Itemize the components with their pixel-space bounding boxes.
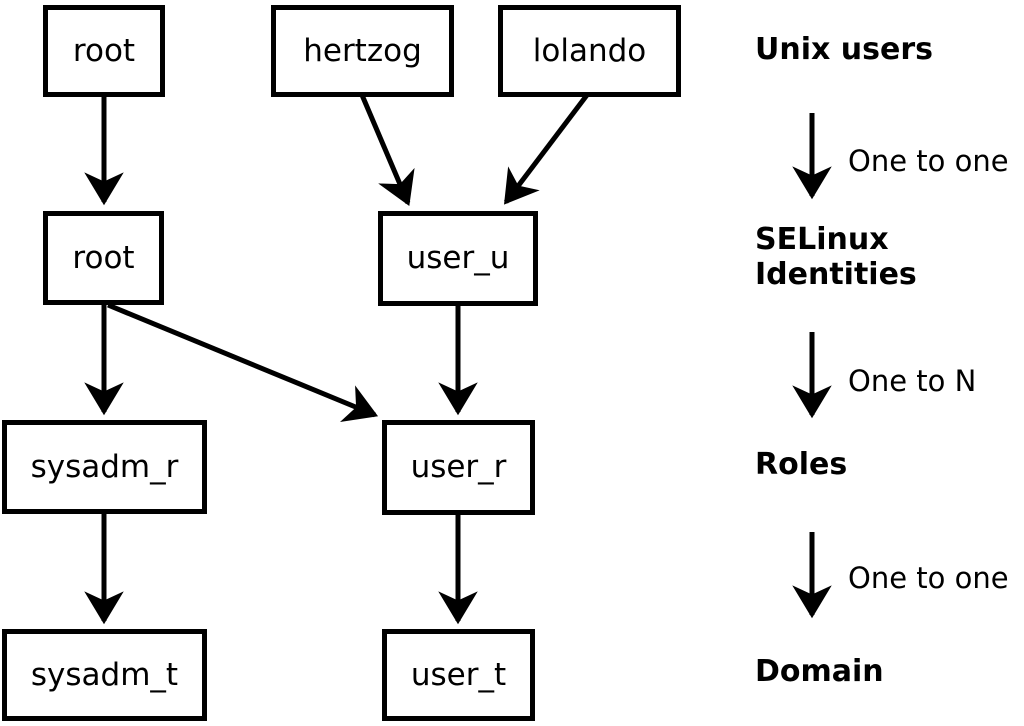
- edge-identity-root-to-user-r: [107, 302, 379, 422]
- node-domain-user-t: user_t: [382, 629, 535, 721]
- node-unix-root: root: [43, 5, 165, 97]
- node-unix-hertzog: hertzog: [271, 5, 454, 97]
- edge-hertzog-to-user-u: [359, 94, 415, 207]
- node-identity-root: root: [43, 211, 164, 305]
- legend-connector-one-to-one-2: One to one: [848, 561, 1009, 595]
- legend-level-domain: Domain: [755, 654, 884, 689]
- node-identity-user-u: user_u: [378, 211, 538, 306]
- node-domain-sysadm-t: sysadm_t: [2, 629, 207, 721]
- node-role-user-r: user_r: [382, 420, 535, 515]
- legend-level-selinux-identities: SELinux Identities: [755, 222, 917, 292]
- node-role-sysadm-r: sysadm_r: [2, 420, 207, 514]
- legend-connector-one-to-one-1: One to one: [848, 144, 1009, 178]
- legend-level-unix-users: Unix users: [755, 32, 934, 67]
- edge-lolando-to-user-u: [504, 93, 589, 205]
- legend-level-roles: Roles: [755, 447, 848, 482]
- node-unix-lolando: lolando: [498, 5, 681, 97]
- legend-connector-one-to-n: One to N: [848, 364, 977, 398]
